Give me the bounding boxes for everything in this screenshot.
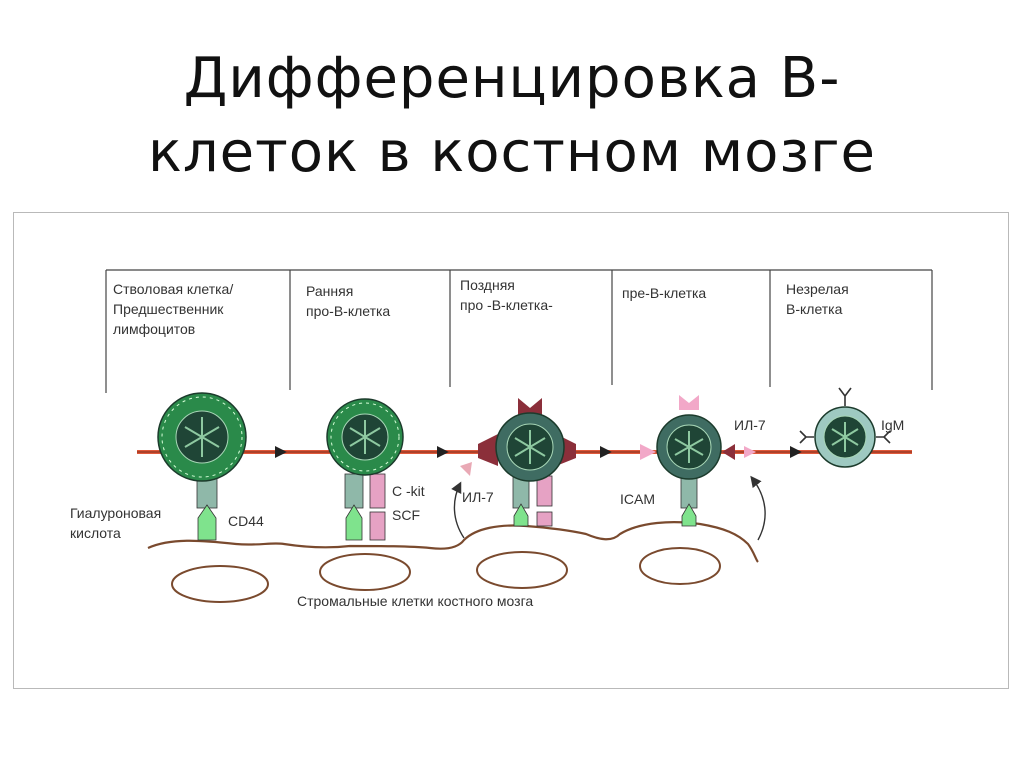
stroma-label: Стромальные клетки костного мозга [297,593,533,609]
hyaluronic-acid-ligand [345,504,363,541]
stage-1-label-line-3: лимфоцитов [113,321,195,337]
late-pro-b-cell [460,398,576,527]
hyaluronic-acid-ligand [197,504,217,541]
scf-label: SCF [392,507,420,523]
icam-label: ICAM [620,491,655,507]
slide-title-line-2: клеток в костном мозге [148,120,876,185]
slide-title: Дифференцировка В- клеток в костном мозг… [0,42,1024,190]
il7-signal-arrow [750,475,766,541]
stage-4-label-line-1: пре-В-клетка [622,285,706,301]
scf-ligand [369,511,386,541]
stromal-nucleus [171,565,269,603]
stromal-nucleus [639,547,721,585]
hyaluronic-acid-label-line-1: Гиалуроновая [70,505,161,521]
hyaluronic-acid-label-line-2: кислота [70,525,121,541]
icam-receptor [680,475,698,509]
ckit-label: C -kit [392,483,425,499]
cd44-label: CD44 [228,513,264,529]
stem-cell [157,392,247,541]
scf-ligand [536,511,553,527]
igm-receptor [838,387,852,406]
signaling-arrows [451,475,766,541]
stage-5-label-line-2: В-клетка [786,301,843,317]
stage-3-label-line-2: про -В-клетка- [460,297,553,313]
il7-molecule [744,446,756,458]
il7-receptor [478,434,498,466]
il7-molecule [460,462,472,476]
stage-5-label-line-1: Незрелая [786,281,849,297]
axis-arrows [275,446,802,458]
stage-2-label-line-2: про-В-клетка [306,303,390,319]
igm-label: IgM [881,417,904,433]
pre-b-cell [640,395,756,527]
axis-arrow-4 [790,446,802,458]
stage-1-label-line-1: Стволовая клетка/ [113,281,233,297]
early-pro-b-cell [326,398,404,541]
c-kit-receptor [369,473,386,509]
igm-receptor [799,430,814,444]
il7-receptor [679,395,699,410]
stromal-nucleus [319,553,411,591]
axis-arrow-2 [437,446,449,458]
stroma-layer [147,521,759,603]
il7-signal-arrow [451,481,465,539]
il7-receptor [722,444,735,460]
cd44-receptor [344,473,364,509]
immature-b-cell [799,387,891,468]
il7-label-right: ИЛ-7 [734,417,766,433]
stage-header [105,269,933,393]
axis-arrow-3 [600,446,612,458]
il7-label-left: ИЛ-7 [462,489,494,505]
icam-ligand [681,503,697,527]
stroma-outline [147,521,759,563]
axis-arrow-1 [275,446,287,458]
il7-receptor [518,398,542,416]
stage-labels: Стволовая клетка/ Предшественник лимфоци… [113,277,849,337]
igm-receptor [876,430,891,444]
stromal-nucleus [476,551,568,589]
hyaluronic-acid-ligand [513,503,529,527]
annotations: Гиалуроновая кислота CD44 C -kit SCF ИЛ-… [70,417,904,609]
il7-receptor [640,444,656,460]
stage-1-label-line-2: Предшественник [113,301,224,317]
slide-title-line-1: Дифференцировка В- [183,46,841,111]
stage-3-label-line-1: Поздняя [460,277,515,293]
c-kit-receptor [536,475,553,507]
stage-2-label-line-1: Ранняя [306,283,353,299]
